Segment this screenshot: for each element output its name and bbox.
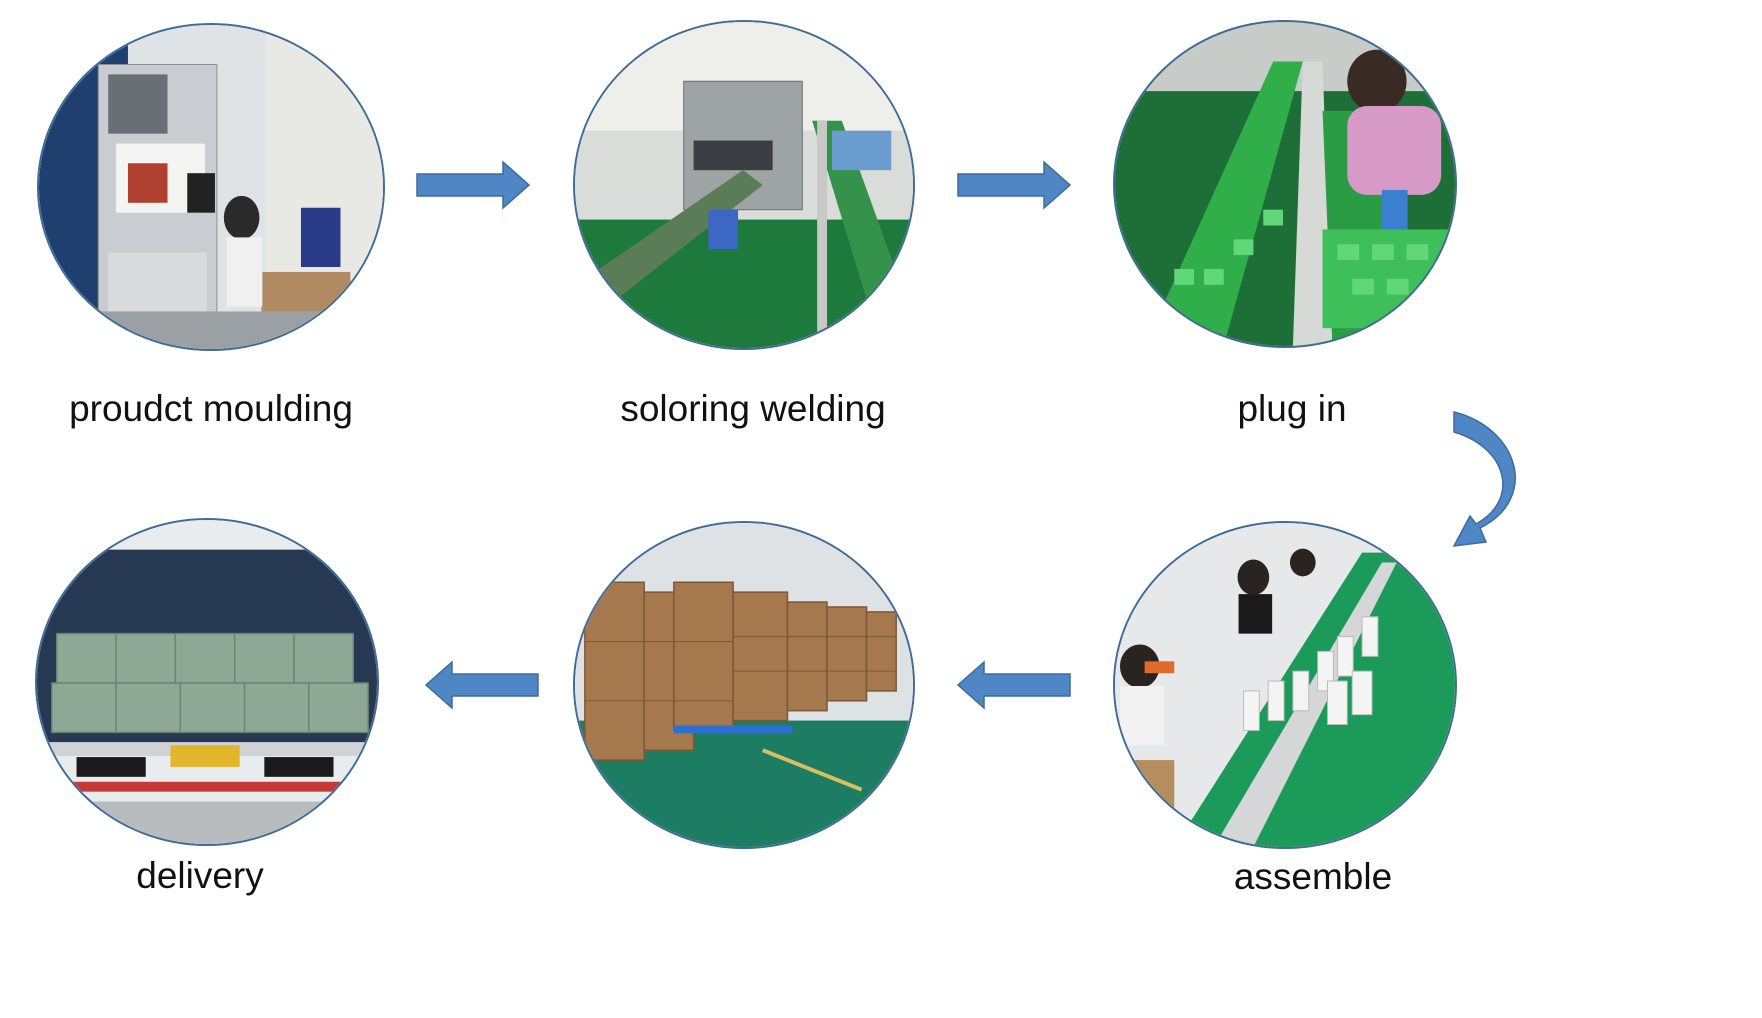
step-label-assemble: assemble [1233, 856, 1393, 897]
warehouse-boxes-photo-icon [575, 523, 913, 847]
photo-delivery [35, 518, 379, 846]
photo-warehouse [573, 521, 915, 849]
truck-loaded-photo-icon [37, 520, 377, 844]
step-label-plug-in: plug in [1237, 388, 1347, 429]
photo-soldering-welding [573, 20, 915, 350]
factory-machine-photo-icon [39, 25, 383, 349]
step-label-delivery: delivery [136, 855, 264, 896]
assembly-workers-photo-icon [1115, 523, 1455, 847]
arrow-left-icon [956, 660, 1071, 710]
step-label-soldering-welding: soloring welding [620, 388, 886, 429]
arrow-right-icon [957, 160, 1072, 210]
arrow-left-icon [424, 660, 539, 710]
photo-assemble [1113, 521, 1457, 849]
arrow-right-icon [416, 160, 531, 210]
curved-arrow-down-icon [1452, 411, 1516, 547]
photo-plug-in [1113, 20, 1457, 348]
photo-product-moulding [37, 23, 385, 351]
step-label-product-moulding: proudct moulding [69, 388, 353, 429]
pcb-assembly-line-photo-icon [1115, 22, 1455, 346]
soldering-line-photo-icon [575, 22, 913, 348]
